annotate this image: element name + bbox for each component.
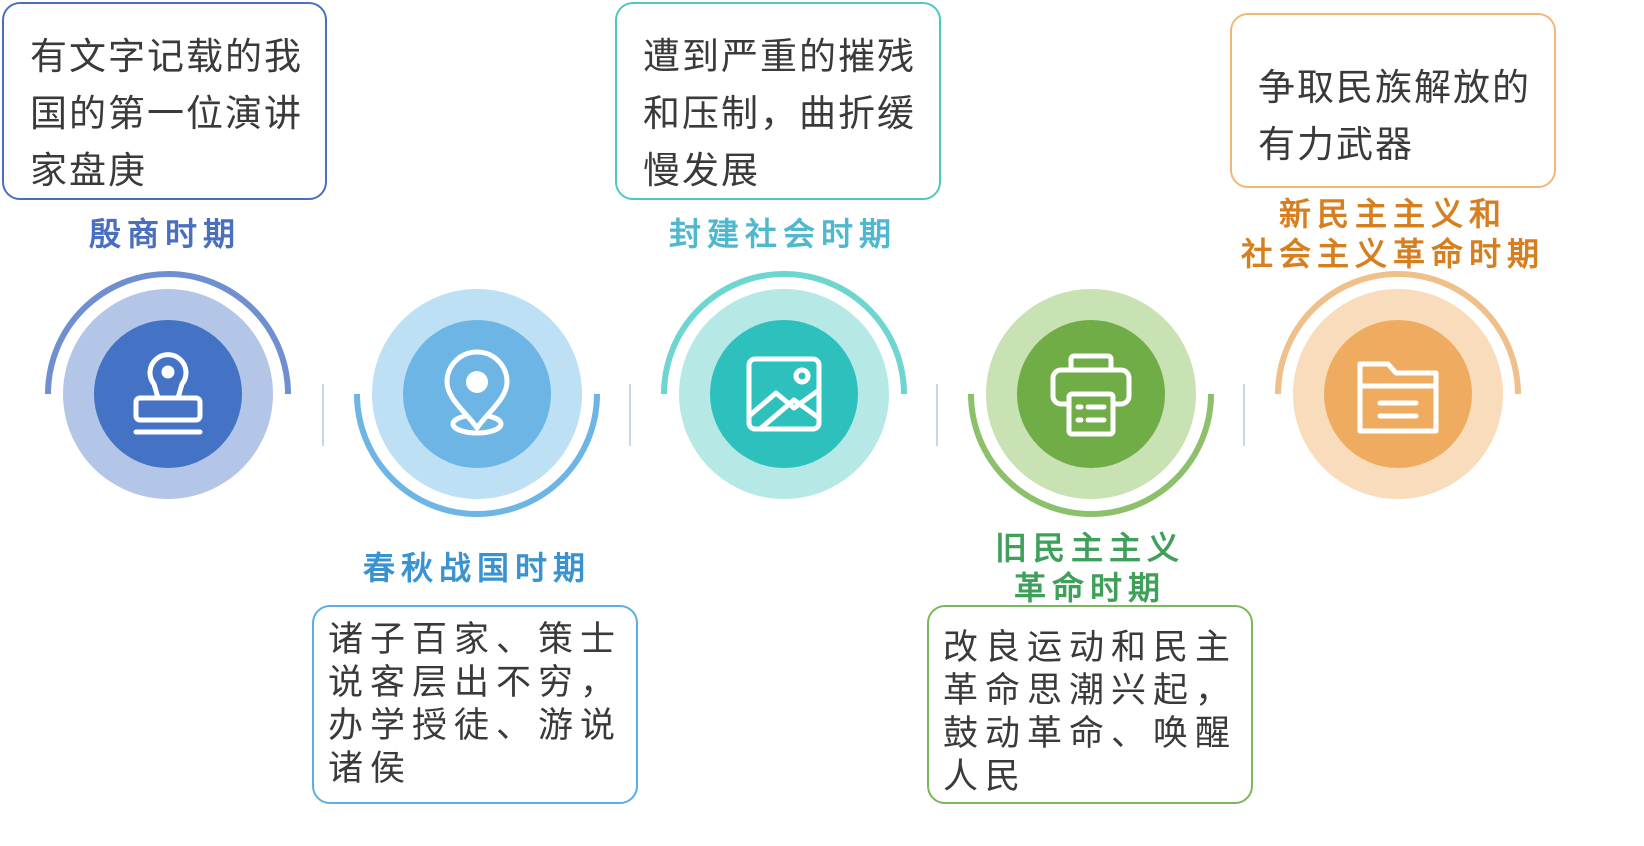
- description-line: 人民: [943, 757, 1028, 797]
- stage-divider: [1243, 384, 1245, 446]
- stage-5-core: [1324, 320, 1472, 468]
- printer-icon: [1050, 353, 1132, 437]
- folder-icon: [1357, 361, 1439, 434]
- description-line: 说客层出不穷，: [328, 663, 623, 703]
- description-line: 有文字记载的我: [30, 35, 303, 78]
- stage-2-ring-arc: [354, 393, 600, 517]
- stage-4-ring-arc: [968, 393, 1214, 517]
- description-line: 改良运动和民主: [943, 628, 1238, 668]
- stage-5-ring-arc: [1275, 271, 1521, 395]
- image-icon: [746, 356, 822, 432]
- description-line: 国的第一位演讲: [30, 92, 303, 135]
- stage-4-description-box: 改良运动和民主 革命思潮兴起， 鼓动革命、唤醒 人民: [927, 605, 1253, 804]
- description-line: 诸侯: [328, 749, 413, 789]
- stage-4-node: [968, 289, 1214, 517]
- description-line: 慢发展: [643, 149, 760, 192]
- stamp-icon: [133, 352, 203, 435]
- stage-2-title: 春秋战国时期: [362, 549, 591, 587]
- location-pin-icon: [444, 349, 510, 436]
- description-line: 遭到严重的摧残: [643, 35, 916, 78]
- description-line: 革命思潮兴起，: [943, 671, 1238, 711]
- stage-divider: [629, 384, 631, 446]
- description-line: 和压制，曲折缓: [643, 92, 916, 135]
- stage-3-ring-arc: [661, 271, 907, 395]
- stage-divider: [936, 384, 938, 446]
- stage-3-title: 封建社会时期: [668, 215, 897, 253]
- description-line: 有力武器: [1258, 123, 1414, 166]
- stage-3-core: [710, 320, 858, 468]
- stage-5-description-box: 争取民族解放的 有力武器: [1230, 13, 1556, 188]
- stage-1-title: 殷商时期: [88, 215, 241, 253]
- stage-1-core: [94, 320, 242, 468]
- stage-2-description-box: 诸子百家、策士 说客层出不穷， 办学授徒、游说 诸侯: [312, 605, 638, 804]
- stage-2-node: [354, 289, 600, 517]
- stage-1-node: [45, 271, 291, 499]
- description-line: 办学授徒、游说: [328, 706, 623, 746]
- stage-divider: [322, 384, 324, 446]
- description-line: 鼓动革命、唤醒: [943, 714, 1238, 754]
- stage-3-node: [661, 271, 907, 499]
- stage-3-description-box: 遭到严重的摧残 和压制，曲折缓 慢发展: [615, 2, 941, 200]
- stage-1-ring-arc: [45, 271, 291, 395]
- stage-5-node: [1275, 271, 1521, 499]
- stage-5-title: 新民主主义和 社会主义革命时期: [1240, 195, 1545, 273]
- stage-1-description-box: 有文字记载的我 国的第一位演讲 家盘庚: [2, 2, 327, 200]
- description-line: 家盘庚: [30, 149, 147, 192]
- description-line: 争取民族解放的: [1258, 66, 1531, 109]
- description-line: 诸子百家、策士: [328, 620, 623, 660]
- stage-4-title: 旧民主主义 革命时期: [994, 529, 1185, 607]
